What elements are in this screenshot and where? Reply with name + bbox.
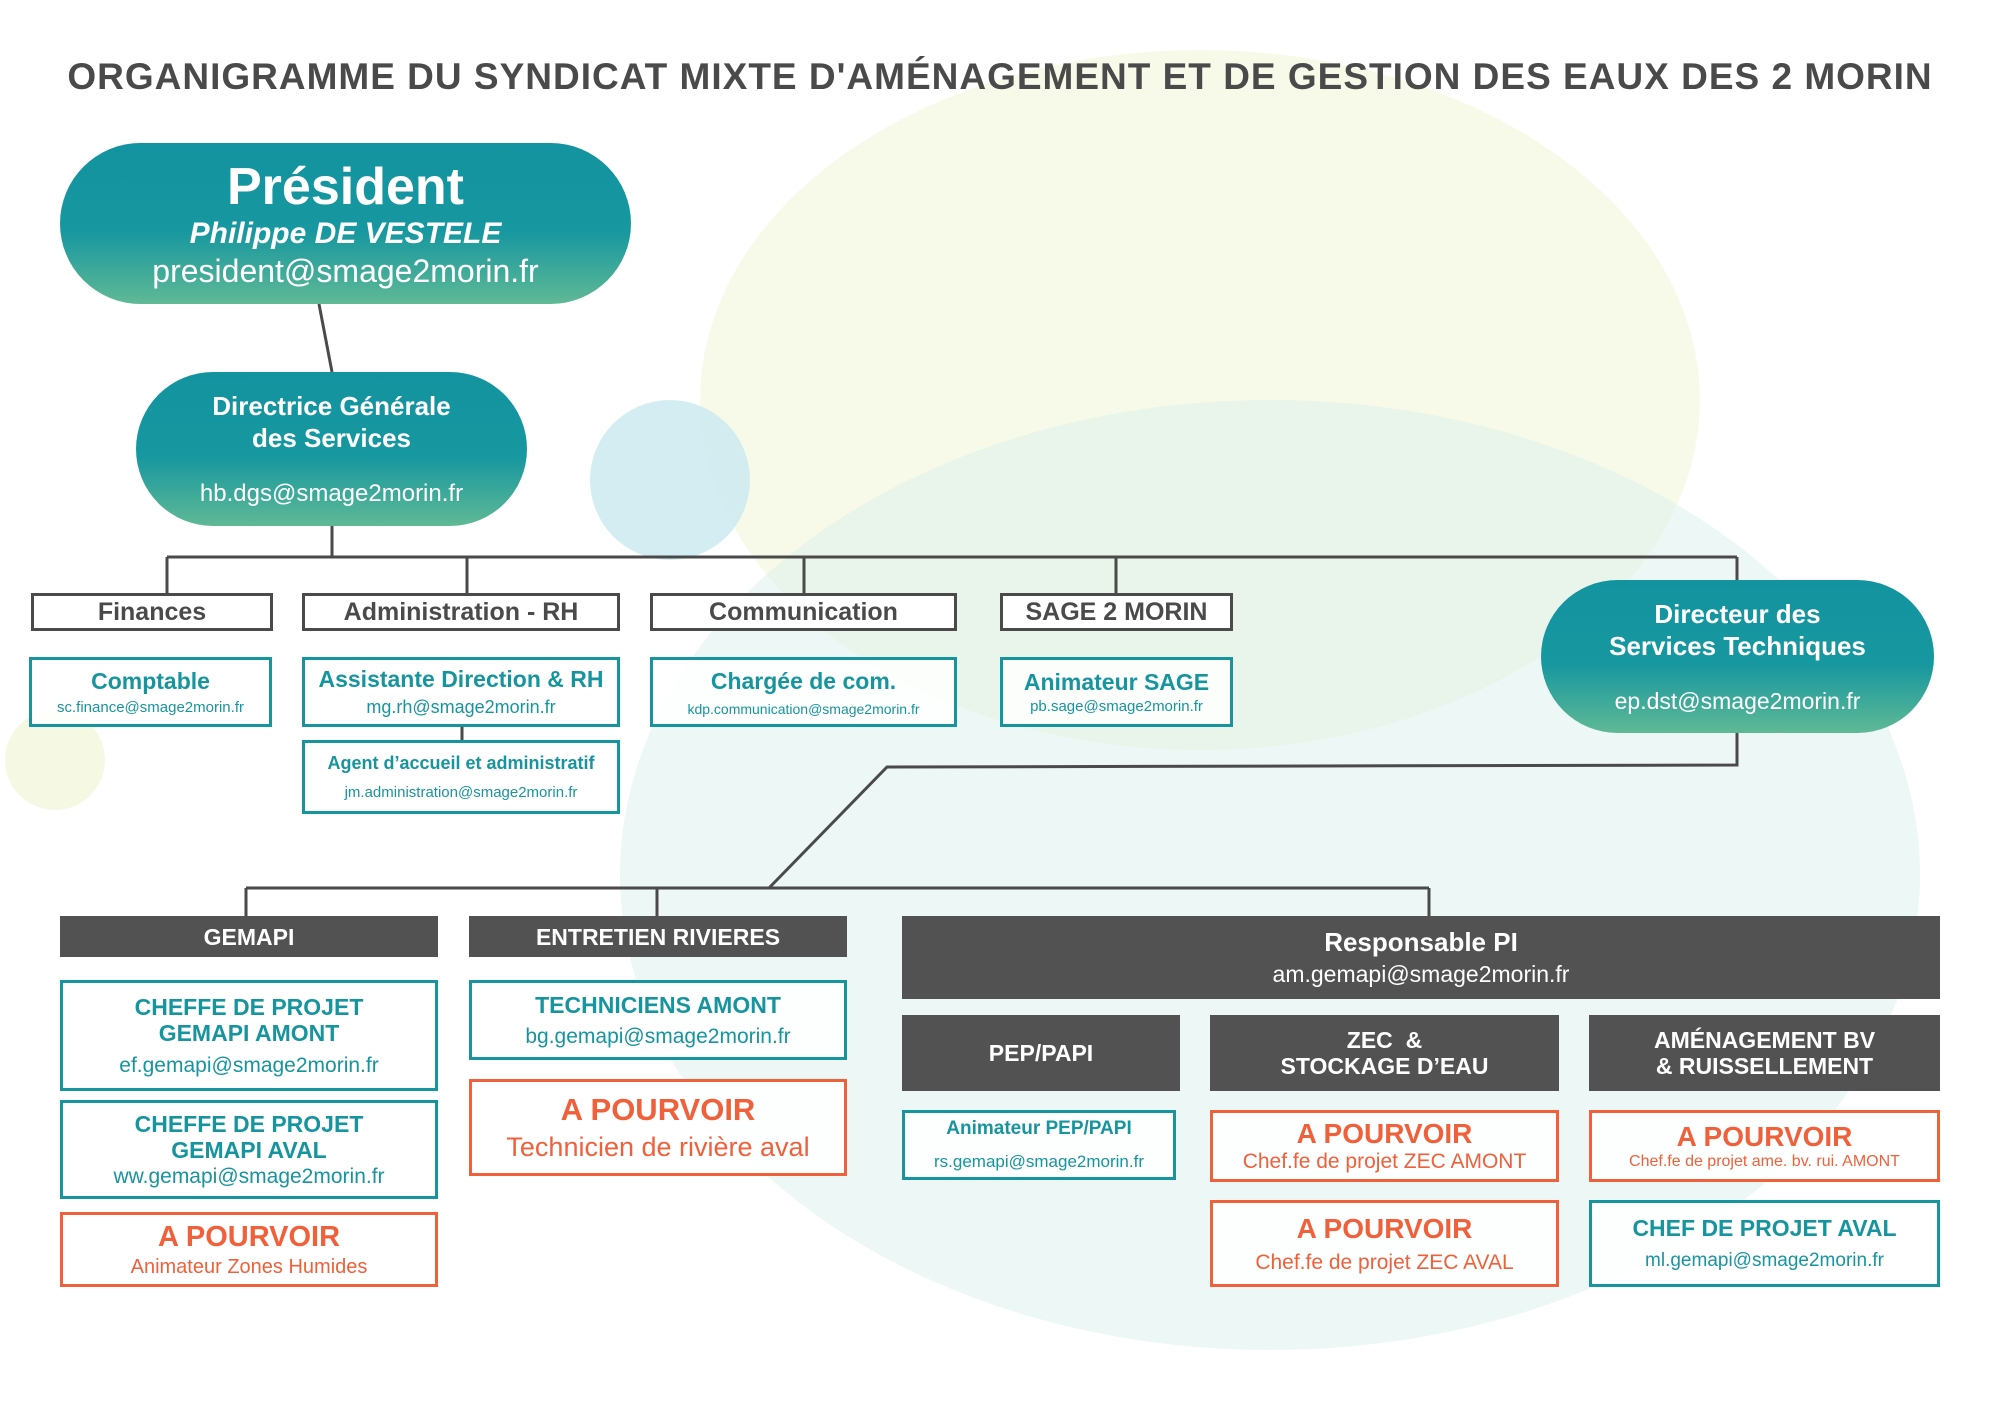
role: CHEFFE DE PROJET	[134, 993, 364, 1020]
agent-accueil-box: Agent d’accueil et administratif jm.admi…	[302, 740, 620, 814]
dgs-node: Directrice Générale des Services hb.dgs@…	[136, 372, 527, 526]
chef-projet-aval-box: CHEF DE PROJET AVAL ml.gemapi@smage2mori…	[1589, 1200, 1940, 1287]
email: sc.finance@smage2morin.fr	[57, 699, 244, 716]
vacant-title: A POURVOIR	[1296, 1118, 1473, 1149]
vacant-zones-humides-box: A POURVOIR Animateur Zones Humides	[60, 1212, 438, 1287]
chargee-com-box: Chargée de com. kdp.communication@smage2…	[650, 657, 957, 727]
role: GEMAPI AVAL	[171, 1136, 327, 1163]
dst-role-1: Directeur des	[1654, 599, 1821, 629]
role: Assistante Direction & RH	[318, 666, 604, 692]
email: bg.gemapi@smage2morin.fr	[525, 1024, 791, 1048]
role: Chargée de com.	[710, 667, 897, 694]
gemapi-header: GEMAPI	[60, 916, 438, 957]
role: Responsable PI	[1324, 926, 1518, 957]
amenagement-header: AMÉNAGEMENT BV & RUISSELLEMENT	[1589, 1015, 1940, 1091]
vacant-title: A POURVOIR	[560, 1092, 756, 1127]
email: jm.administration@smage2morin.fr	[344, 784, 578, 801]
vacant-zec-aval-box: A POURVOIR Chef.fe de projet ZEC AVAL	[1210, 1200, 1559, 1287]
animateur-pep-box: Animateur PEP/PAPI rs.gemapi@smage2morin…	[902, 1110, 1176, 1180]
gemapi-aval-box: CHEFFE DE PROJET GEMAPI AVAL ww.gemapi@s…	[60, 1100, 438, 1199]
email: pb.sage@smage2morin.fr	[1030, 698, 1203, 715]
vacant-role: Chef.fe de projet ZEC AVAL	[1255, 1250, 1514, 1274]
dst-email: ep.dst@smage2morin.fr	[1614, 688, 1861, 714]
president-email: president@smage2morin.fr	[152, 252, 539, 289]
dgs-role-2: des Services	[251, 423, 411, 453]
email: ef.gemapi@smage2morin.fr	[119, 1053, 379, 1077]
role: Animateur SAGE	[1023, 669, 1210, 695]
comptable-box: Comptable sc.finance@smage2morin.fr	[29, 657, 272, 727]
header-line: STOCKAGE D’EAU	[1280, 1053, 1489, 1079]
vacant-role: Technicien de rivière aval	[506, 1132, 810, 1162]
president-name: Philippe DE VESTELE	[189, 216, 502, 250]
vacant-title: A POURVOIR	[1676, 1121, 1853, 1152]
header-line: AMÉNAGEMENT BV	[1653, 1027, 1876, 1053]
dst-role-2: Services Techniques	[1609, 631, 1866, 661]
gemapi-amont-box: CHEFFE DE PROJET GEMAPI AMONT ef.gemapi@…	[60, 980, 438, 1091]
vacant-role: Chef.fe de projet ame. bv. rui. AMONT	[1629, 1153, 1900, 1170]
vacant-technicien-aval-box: A POURVOIR Technicien de rivière aval	[469, 1079, 847, 1176]
pep-papi-header: PEP/PAPI	[902, 1015, 1180, 1091]
dept-communication: Communication	[650, 593, 957, 631]
role: GEMAPI AMONT	[158, 1019, 340, 1046]
responsable-pi-header: Responsable PI am.gemapi@smage2morin.fr	[902, 916, 1940, 999]
vacant-amenagement-amont-box: A POURVOIR Chef.fe de projet ame. bv. ru…	[1589, 1110, 1940, 1182]
header-line: & RUISSELLEMENT	[1655, 1053, 1874, 1079]
email: mg.rh@smage2morin.fr	[366, 697, 556, 717]
president-node: Président Philippe DE VESTELE president@…	[60, 143, 631, 304]
role: CHEFFE DE PROJET	[134, 1110, 364, 1137]
dgs-email: hb.dgs@smage2morin.fr	[199, 480, 464, 507]
vacant-zec-amont-box: A POURVOIR Chef.fe de projet ZEC AMONT	[1210, 1110, 1559, 1182]
email: ww.gemapi@smage2morin.fr	[113, 1164, 385, 1188]
entretien-header: ENTRETIEN RIVIERES	[469, 916, 847, 957]
dept-finances: Finances	[31, 593, 273, 631]
techniciens-amont-box: TECHNICIENS AMONT bg.gemapi@smage2morin.…	[469, 980, 847, 1060]
dgs-role-1: Directrice Générale	[212, 391, 451, 421]
vacant-role: Animateur Zones Humides	[130, 1255, 368, 1278]
vacant-title: A POURVOIR	[1296, 1212, 1473, 1244]
role: CHEF DE PROJET AVAL	[1632, 1215, 1897, 1241]
dept-administration-rh: Administration - RH	[302, 593, 620, 631]
role: TECHNICIENS AMONT	[535, 991, 781, 1018]
role: Animateur PEP/PAPI	[946, 1118, 1132, 1139]
email: ml.gemapi@smage2morin.fr	[1645, 1250, 1884, 1271]
page-title: ORGANIGRAMME DU SYNDICAT MIXTE D'AMÉNAGE…	[67, 56, 1933, 97]
animateur-sage-box: Animateur SAGE pb.sage@smage2morin.fr	[1000, 657, 1233, 727]
dept-sage: SAGE 2 MORIN	[1000, 593, 1233, 631]
email: kdp.communication@smage2morin.fr	[687, 700, 920, 717]
email: rs.gemapi@smage2morin.fr	[934, 1152, 1144, 1171]
zec-header: ZEC & STOCKAGE D’EAU	[1210, 1015, 1559, 1091]
assistante-box: Assistante Direction & RH mg.rh@smage2mo…	[302, 657, 620, 727]
role: Comptable	[91, 668, 210, 694]
vacant-role: Chef.fe de projet ZEC AMONT	[1242, 1150, 1527, 1173]
header-line: ZEC &	[1346, 1027, 1423, 1053]
president-role: Président	[227, 157, 464, 216]
role: Agent d’accueil et administratif	[327, 753, 595, 773]
email: am.gemapi@smage2morin.fr	[1272, 960, 1570, 987]
dst-node: Directeur des Services Techniques ep.dst…	[1541, 580, 1934, 733]
vacant-title: A POURVOIR	[157, 1220, 341, 1253]
